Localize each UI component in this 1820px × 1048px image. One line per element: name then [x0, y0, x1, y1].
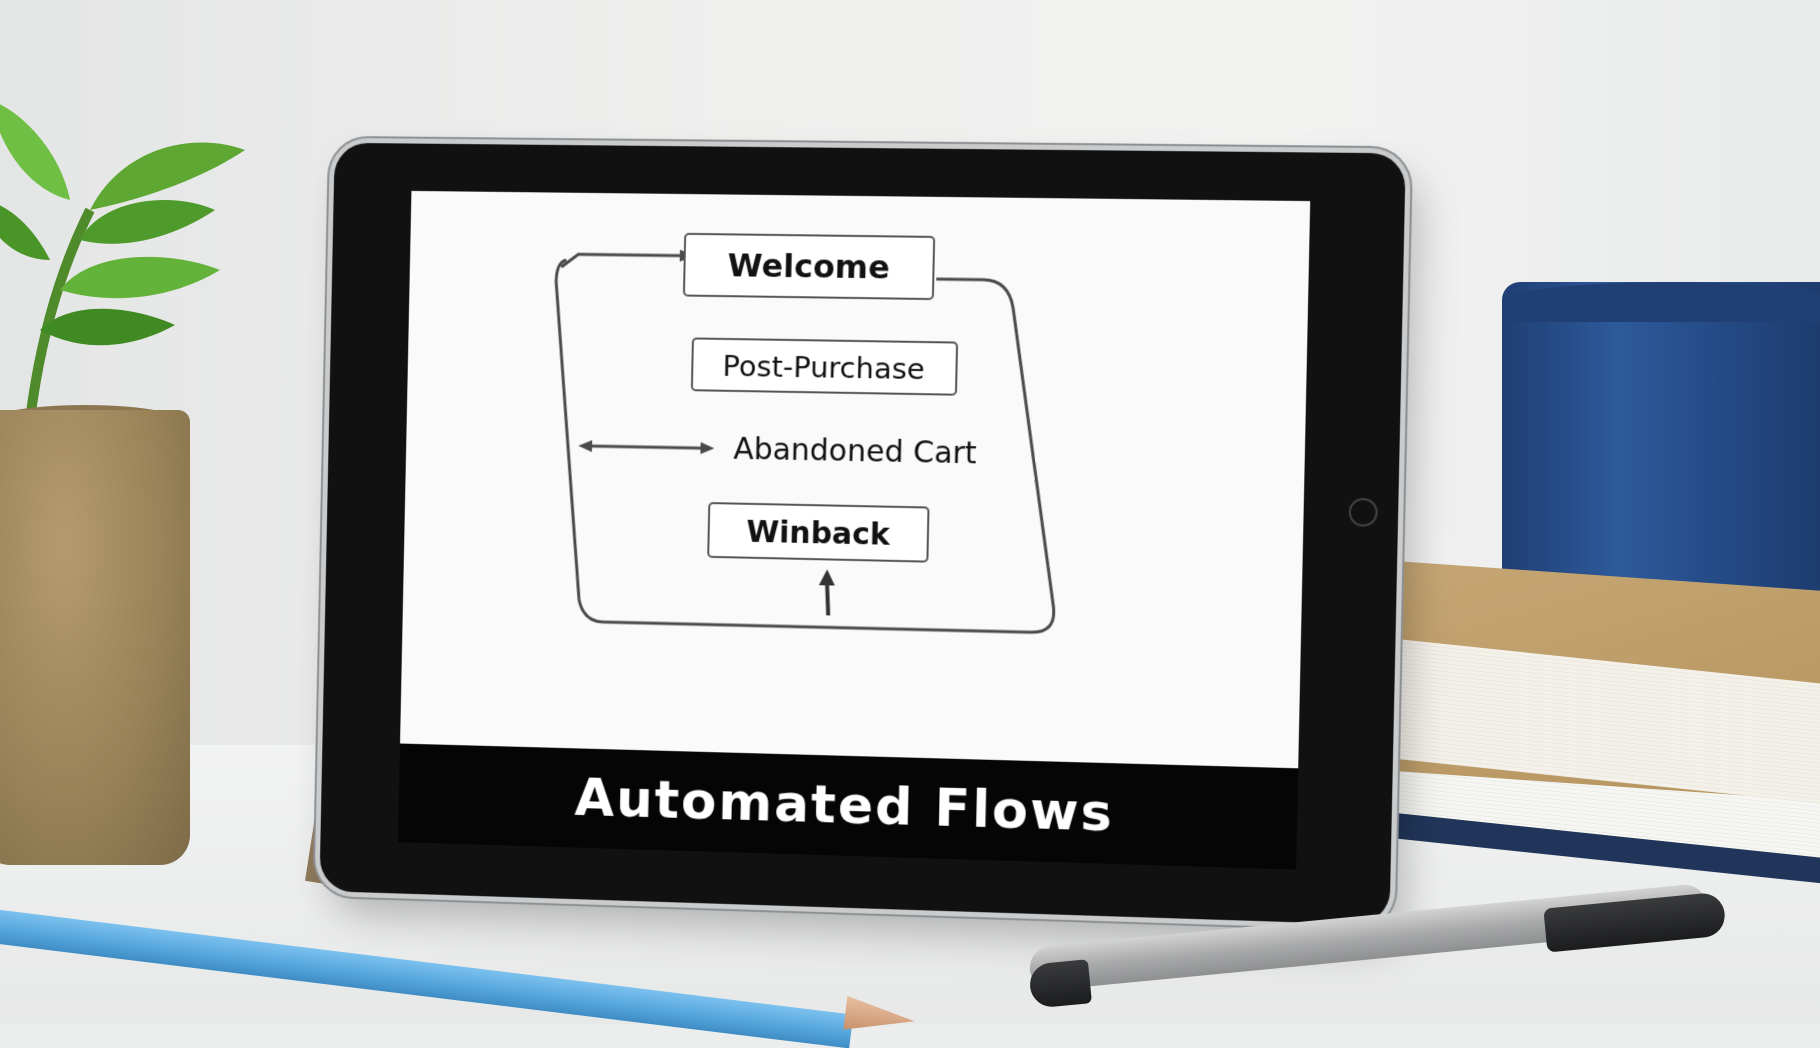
node-winback-box	[708, 503, 928, 562]
node-welcome: Welcome	[727, 248, 890, 286]
flow-diagram: Welcome Post-Purchase Abandoned Cart Win…	[400, 191, 1310, 768]
node-welcome-box	[684, 234, 934, 299]
node-post-purchase-box	[692, 338, 957, 394]
up-arrow-icon	[819, 569, 836, 586]
node-abandoned-cart: Abandoned Cart	[733, 432, 977, 472]
node-winback: Winback	[746, 515, 892, 553]
caption-title: Automated Flows	[573, 768, 1115, 844]
tablet: Welcome Post-Purchase Abandoned Cart Win…	[319, 142, 1406, 926]
plant-pot	[0, 410, 190, 865]
double-arrow-left-icon	[578, 439, 593, 453]
pen-end	[1028, 959, 1092, 1009]
up-arrow-line	[825, 580, 831, 616]
plant	[0, 104, 245, 421]
double-arrow-line	[592, 446, 701, 448]
home-button[interactable]	[1348, 497, 1378, 527]
coffee-mug	[1502, 282, 1820, 602]
double-arrow-right-icon	[700, 442, 715, 455]
node-post-purchase: Post-Purchase	[722, 349, 925, 387]
tablet-screen: Welcome Post-Purchase Abandoned Cart Win…	[398, 190, 1311, 870]
flow-loop-line	[561, 254, 679, 268]
coffee-mug-rim	[1502, 282, 1820, 322]
